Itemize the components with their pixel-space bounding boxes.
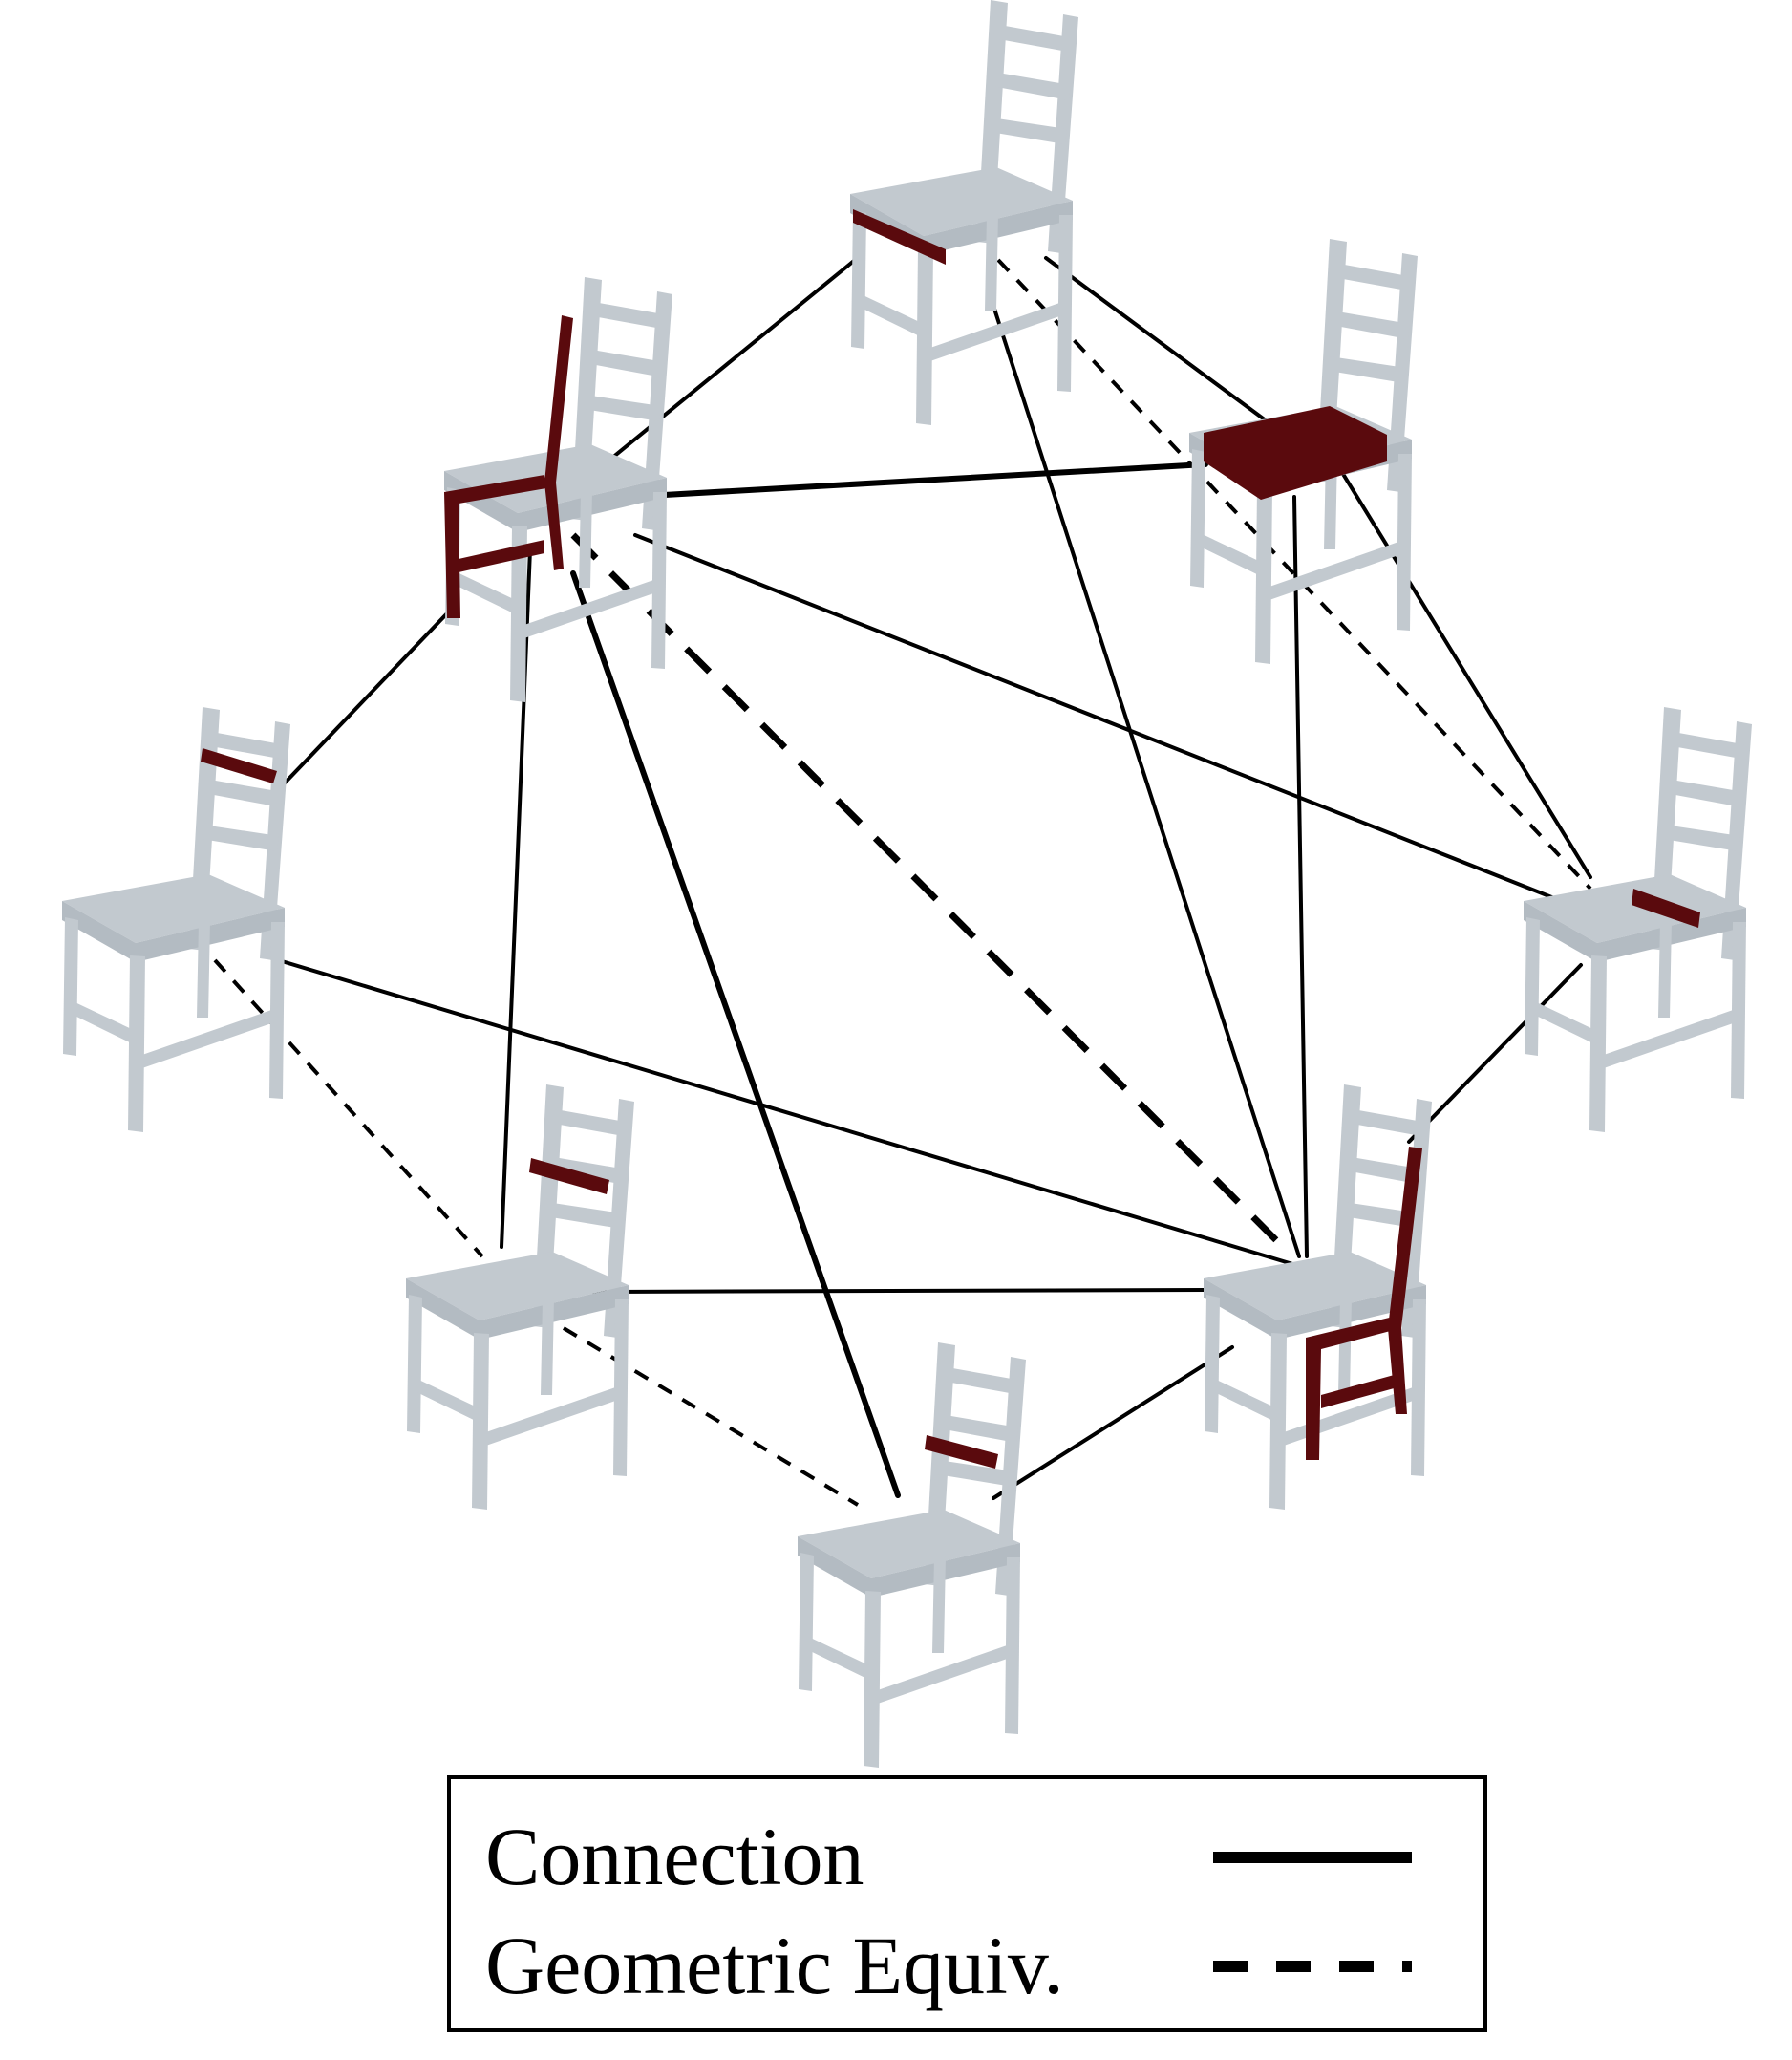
edge-left-lower-right <box>261 954 1301 1268</box>
edge-lower-left-lower-right <box>590 1288 1207 1294</box>
edge-bottom-lower-right <box>992 1345 1234 1500</box>
legend: Connection Geometric Equiv. <box>447 1775 1487 2032</box>
legend-connection-label: Connection <box>485 1811 864 1902</box>
chair-nodes <box>62 0 1752 1768</box>
highlight-seat-front-rail <box>853 209 946 265</box>
edge-upper-left-upper-right <box>628 461 1208 500</box>
highlight-middle-back-rail <box>529 1158 609 1194</box>
highlight-seat-side-rail <box>1632 889 1700 928</box>
edge-upper-right-lower-right <box>1292 495 1309 1258</box>
edge-right-lower-right <box>1407 963 1583 1144</box>
edge-left-lower-left-geom <box>213 958 484 1258</box>
chair-node-bottom <box>798 1342 1026 1768</box>
chair-node-lower-left <box>406 1084 634 1510</box>
chair-node-upper-right <box>1189 239 1418 664</box>
highlight-lower-back-rail <box>925 1435 998 1469</box>
edge-upper-left-right <box>633 533 1592 914</box>
chair-node-lower-right <box>1204 1084 1432 1510</box>
highlight-top-back-rail <box>201 748 277 783</box>
edge-top-lower-right <box>992 304 1301 1258</box>
highlight-seat <box>1204 406 1387 500</box>
edge-upper-left-lower-right-geom <box>570 532 1292 1256</box>
edge-upper-right-right <box>1326 447 1592 879</box>
edge-upper-left-bottom <box>570 570 901 1498</box>
chair-node-left <box>62 707 290 1132</box>
edge-top-upper-left <box>600 254 862 468</box>
legend-geometric-label: Geometric Equiv. <box>485 1920 1064 2011</box>
edge-upper-left-left <box>273 610 451 795</box>
highlight-right-side-frame <box>1306 1147 1422 1460</box>
highlight-left-side-frame <box>444 315 573 618</box>
chair-node-upper-left <box>444 277 672 702</box>
legend-box <box>447 1775 1487 2032</box>
edge-top-upper-right <box>1044 256 1268 422</box>
chair-node-right <box>1524 707 1752 1132</box>
graph-edges <box>213 254 1592 1507</box>
edge-lower-left-bottom-geom <box>562 1326 860 1507</box>
edge-top-right-geom <box>996 258 1592 891</box>
chair-node-top <box>850 0 1078 425</box>
